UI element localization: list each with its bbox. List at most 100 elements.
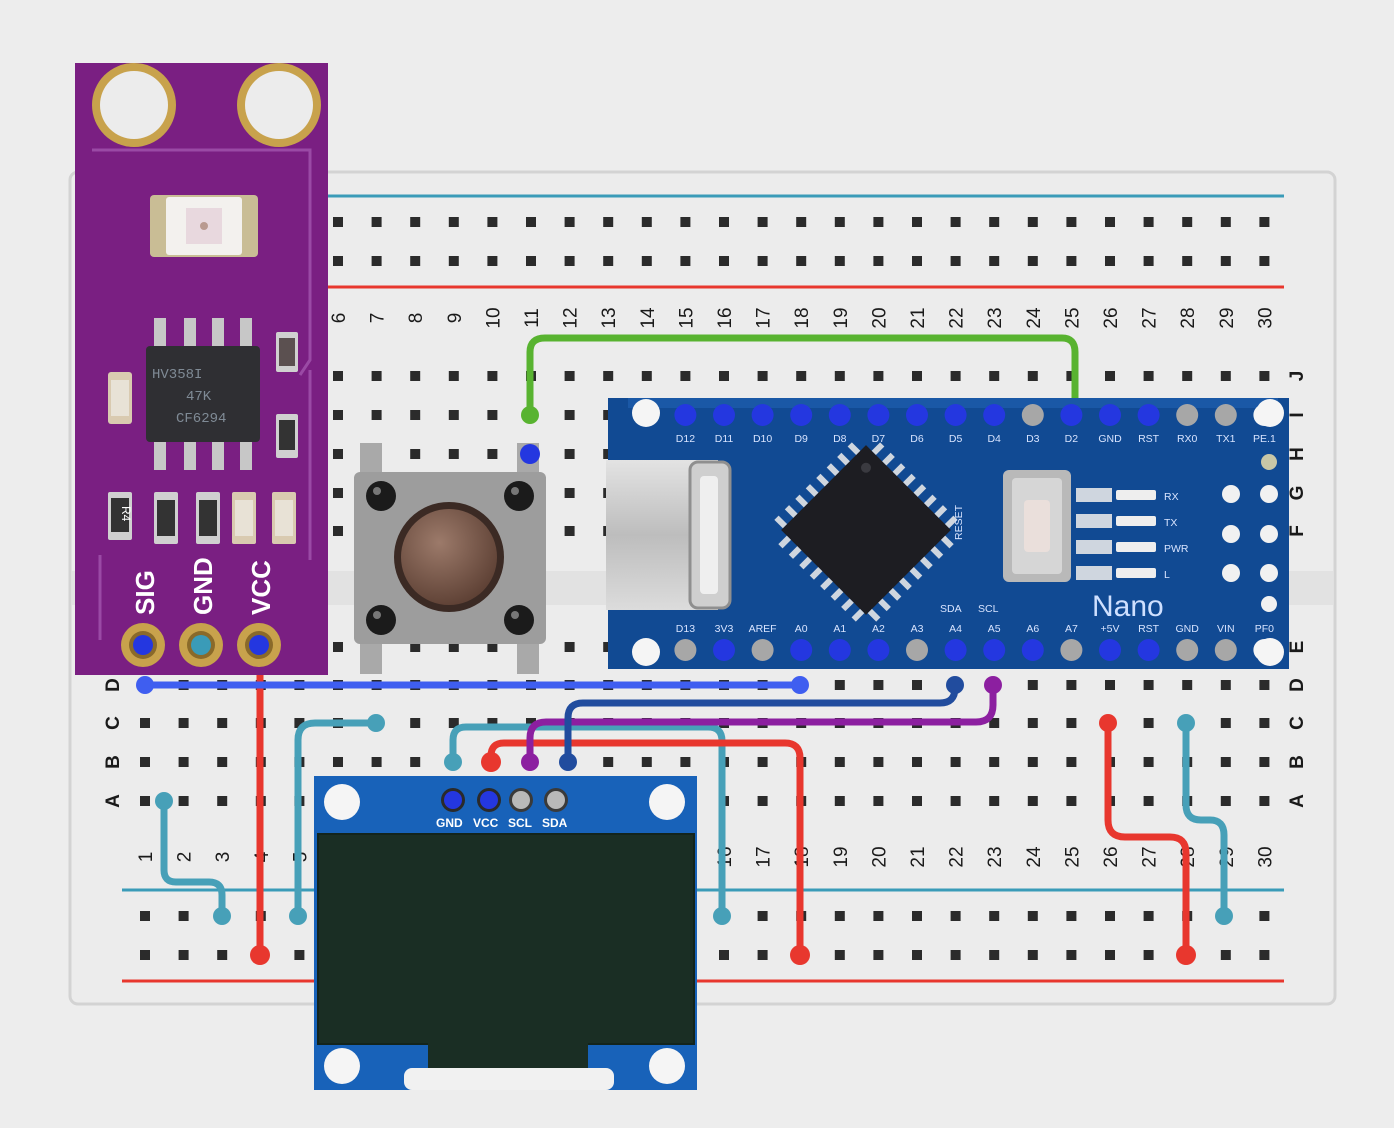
nano-top-pin[interactable] xyxy=(828,404,851,426)
breadboard-hole[interactable] xyxy=(1220,718,1231,728)
wire-teal-gnd-rail[interactable] xyxy=(1182,719,1228,920)
breadboard-hole[interactable] xyxy=(1220,256,1231,266)
wire-teal-button-gnd[interactable] xyxy=(294,719,380,920)
breadboard-hole[interactable] xyxy=(989,256,1000,266)
nano-top-pin[interactable] xyxy=(751,404,774,426)
breadboard-hole[interactable] xyxy=(178,911,189,921)
wire-navy-a4-sda[interactable] xyxy=(564,681,959,766)
nano-top-pin[interactable] xyxy=(790,404,813,426)
breadboard-hole[interactable] xyxy=(333,371,343,381)
breadboard-hole[interactable] xyxy=(140,757,150,767)
wire-red-5v-rail[interactable] xyxy=(1104,719,1190,959)
nano-bottom-pin[interactable] xyxy=(944,639,967,661)
breadboard-hole[interactable] xyxy=(1182,256,1193,266)
breadboard-hole[interactable] xyxy=(333,449,343,459)
breadboard-hole[interactable] xyxy=(564,488,575,498)
breadboard-hole[interactable] xyxy=(564,449,575,459)
breadboard-hole[interactable] xyxy=(912,757,922,767)
nano-bottom-pin[interactable] xyxy=(1253,639,1276,661)
breadboard-hole[interactable] xyxy=(834,796,845,806)
breadboard-hole[interactable] xyxy=(448,256,459,266)
breadboard-hole[interactable] xyxy=(333,488,343,498)
breadboard-hole[interactable] xyxy=(448,718,459,728)
nano-top-pin[interactable] xyxy=(1137,404,1160,426)
reset-button[interactable] xyxy=(1003,470,1071,582)
breadboard-hole[interactable] xyxy=(1066,217,1077,227)
breadboard-hole[interactable] xyxy=(1143,757,1154,767)
breadboard-hole[interactable] xyxy=(1027,371,1038,381)
breadboard-hole[interactable] xyxy=(1105,950,1115,960)
breadboard-hole[interactable] xyxy=(1105,680,1115,690)
breadboard-hole[interactable] xyxy=(796,371,807,381)
nano-top-pin[interactable] xyxy=(713,404,735,426)
breadboard-hole[interactable] xyxy=(1182,217,1193,227)
breadboard-hole[interactable] xyxy=(410,217,421,227)
breadboard-hole[interactable] xyxy=(1066,911,1077,921)
breadboard-hole[interactable] xyxy=(719,371,729,381)
breadboard-hole[interactable] xyxy=(410,642,421,652)
breadboard-hole[interactable] xyxy=(834,217,845,227)
nano-bottom-pin[interactable] xyxy=(790,639,813,661)
breadboard-hole[interactable] xyxy=(487,256,498,266)
nano-bottom-pin[interactable] xyxy=(1214,639,1237,661)
breadboard-hole[interactable] xyxy=(989,371,1000,381)
breadboard-hole[interactable] xyxy=(564,256,575,266)
breadboard-hole[interactable] xyxy=(564,217,575,227)
breadboard-hole[interactable] xyxy=(603,371,614,381)
breadboard-hole[interactable] xyxy=(719,217,729,227)
breadboard-hole[interactable] xyxy=(796,256,807,266)
breadboard-hole[interactable] xyxy=(294,950,305,960)
sensor-pin-vcc[interactable] xyxy=(237,623,281,667)
breadboard-hole[interactable] xyxy=(410,256,421,266)
breadboard-hole[interactable] xyxy=(719,950,729,960)
breadboard-hole[interactable] xyxy=(796,217,807,227)
breadboard-hole[interactable] xyxy=(487,642,498,652)
wire-green-d2-button[interactable] xyxy=(526,334,1079,419)
breadboard-hole[interactable] xyxy=(371,217,382,227)
breadboard-hole[interactable] xyxy=(1182,680,1193,690)
breadboard-hole[interactable] xyxy=(410,410,421,420)
breadboard-hole[interactable] xyxy=(564,642,575,652)
nano-bottom-pin[interactable] xyxy=(983,639,1006,661)
breadboard-hole[interactable] xyxy=(757,757,768,767)
nano-bottom-pin[interactable] xyxy=(1021,639,1044,661)
breadboard-hole[interactable] xyxy=(1143,371,1154,381)
breadboard-hole[interactable] xyxy=(564,410,575,420)
breadboard-hole[interactable] xyxy=(834,680,845,690)
breadboard-hole[interactable] xyxy=(333,410,343,420)
breadboard-hole[interactable] xyxy=(834,256,845,266)
breadboard-hole[interactable] xyxy=(641,757,652,767)
breadboard-hole[interactable] xyxy=(989,796,1000,806)
breadboard-hole[interactable] xyxy=(487,449,498,459)
breadboard-hole[interactable] xyxy=(912,680,922,690)
breadboard-hole[interactable] xyxy=(950,371,961,381)
breadboard-hole[interactable] xyxy=(410,757,421,767)
breadboard-hole[interactable] xyxy=(1143,217,1154,227)
breadboard-hole[interactable] xyxy=(1143,911,1154,921)
nano-top-pin[interactable] xyxy=(674,404,697,426)
nano-bottom-pin[interactable] xyxy=(906,639,928,661)
breadboard-hole[interactable] xyxy=(757,256,768,266)
breadboard-hole[interactable] xyxy=(989,718,1000,728)
wire-purple-a5-scl[interactable] xyxy=(526,681,997,766)
breadboard-hole[interactable] xyxy=(487,410,498,420)
wire-teal-oled-gnd[interactable] xyxy=(449,723,726,920)
breadboard-hole[interactable] xyxy=(217,757,228,767)
push-button[interactable] xyxy=(354,443,546,674)
breadboard-hole[interactable] xyxy=(410,449,421,459)
breadboard-hole[interactable] xyxy=(1027,796,1038,806)
breadboard-hole[interactable] xyxy=(1259,680,1270,690)
breadboard-hole[interactable] xyxy=(371,371,382,381)
breadboard-hole[interactable] xyxy=(1027,950,1038,960)
breadboard-hole[interactable] xyxy=(1027,217,1038,227)
breadboard-hole[interactable] xyxy=(641,217,652,227)
breadboard-hole[interactable] xyxy=(641,256,652,266)
oled-pin-gnd[interactable] xyxy=(441,788,465,812)
breadboard-hole[interactable] xyxy=(526,217,536,227)
breadboard-hole[interactable] xyxy=(217,718,228,728)
breadboard-hole[interactable] xyxy=(178,718,189,728)
breadboard-hole[interactable] xyxy=(448,410,459,420)
sensor-pin-sig[interactable] xyxy=(121,623,165,667)
wire-red-oled-vcc[interactable] xyxy=(487,739,804,959)
oled-pin-vcc[interactable] xyxy=(477,788,501,812)
